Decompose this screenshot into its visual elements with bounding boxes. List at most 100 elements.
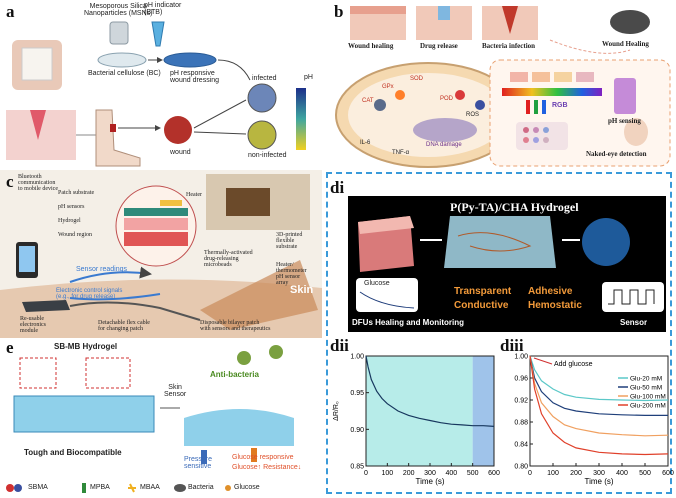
di-title: P(Py-TA)/CHA Hydrogel <box>450 200 579 214</box>
annotation-add-glucose: Add glucose <box>554 361 593 368</box>
y-tick-label: 0.90 <box>350 427 364 434</box>
legend-label: Glu-200 mM <box>630 403 666 410</box>
cell-il6: IL-6 <box>360 140 371 146</box>
reusable-label: Re-usable electronics module <box>20 316 46 334</box>
y-tick-label: 1.00 <box>350 354 364 361</box>
x-axis-label: Time (s) <box>415 477 444 486</box>
y-tick-label: 0.84 <box>514 442 528 449</box>
e-glucose-resist: Glucose↑ Resistance↓ <box>232 464 302 471</box>
indicator-label: pH indicator (BTB) <box>144 2 182 16</box>
x-tick-label: 200 <box>403 470 415 477</box>
wound-label: wound <box>170 149 191 156</box>
e-anti-bacteria: Anti-bacteria <box>210 370 259 379</box>
x-axis-label: Time (s) <box>584 477 613 486</box>
x-tick-label: 500 <box>639 470 651 477</box>
heater-label: Heater <box>186 192 202 198</box>
y-tick-label: 0.92 <box>514 398 528 405</box>
x-tick-label: 300 <box>593 470 605 477</box>
e-legend-glucose: Glucose <box>234 484 260 491</box>
panel-e-label: e <box>6 338 14 357</box>
e-legend-mpba: MPBA <box>90 484 110 491</box>
sensor-readings-label: Sensor readings <box>76 266 127 273</box>
di-hemostatic: Hemostatic <box>528 300 582 311</box>
wound-region-label: Wound region <box>58 232 93 238</box>
e-glucose-resp: Glucose responsive <box>232 454 294 461</box>
patch-substrate-label: Patch substrate <box>58 190 95 196</box>
di-conductive: Conductive <box>454 300 509 311</box>
panel-e-illustration <box>6 345 294 493</box>
hydrogel-label: Hydrogel <box>58 218 81 224</box>
x-tick-label: 200 <box>570 470 582 477</box>
dressing-label: pH responsive wound dressing <box>170 70 220 84</box>
panel-c-label: c <box>6 172 14 191</box>
flex-cable-label: Detachable flex cable for changing patch <box>98 320 150 332</box>
di-dfu: DFUs Healing and Monitoring <box>352 318 464 327</box>
x-tick-label: 400 <box>445 470 457 477</box>
ph-sensors-label: pH sensors <box>58 204 85 210</box>
printed-label: 3D-printed flexible substrate <box>276 232 303 250</box>
x-tick-label: 0 <box>528 470 532 477</box>
cell-dna: DNA damage <box>426 142 462 148</box>
rgb-label: RGB <box>552 102 568 109</box>
di-glucose: Glucose <box>364 280 390 287</box>
bilayer-label: Disposable bilayer patch with sensors an… <box>200 320 271 332</box>
cell-gpx: GPx <box>382 84 394 90</box>
heater-thermo-label: Heater/ thermometer pH sensor array <box>276 262 307 286</box>
x-tick-label: 600 <box>488 470 500 477</box>
e-skin-sensor: Skin Sensor <box>164 384 187 398</box>
panel-b: b Wound healing Drug release Bacteria in… <box>330 0 676 170</box>
microbeads-label: Thermally-activated drug-releasing micro… <box>204 250 253 268</box>
e-title: SB-MB Hydrogel <box>54 342 118 351</box>
panel-a-label: a <box>6 2 15 21</box>
cell-pod: POD <box>440 96 454 102</box>
e-legend-mbaa: MBAA <box>140 484 160 491</box>
series-line-1 <box>365 355 495 427</box>
di-adhesive: Adhesive <box>528 286 573 297</box>
panel-c-illustration <box>0 174 322 338</box>
panel-a-illustration <box>6 21 306 167</box>
skin-label: Skin <box>290 284 314 296</box>
panel-a: a Mesop <box>0 0 330 170</box>
panel-e: e SB-MB Hydrogel Skin Sensor Anti-bacter… <box>0 338 324 498</box>
annotation-arrow <box>533 357 553 365</box>
y-tick-label: 0.85 <box>350 464 364 471</box>
x-tick-label: 0 <box>364 470 368 477</box>
shaded-region-2 <box>472 356 494 466</box>
wound-healing-mouse-label: Wound Healing <box>602 40 649 48</box>
series-line-1 <box>529 355 669 402</box>
bc-label: Bacterial cellulose (BC) <box>88 70 161 77</box>
infected-label: infected <box>252 75 277 82</box>
non-infected-label: non-infected <box>248 152 287 159</box>
x-tick-label: 500 <box>467 470 479 477</box>
msn-label: Mesoporous Silica Nanoparticles (MSNs) <box>84 3 153 17</box>
bluetooth-label: Bluetooth communication to mobile device <box>18 174 58 192</box>
panel-d-frame <box>326 172 672 494</box>
di-sensor: Sensor <box>620 318 648 327</box>
e-legend-sbma: SBMA <box>28 484 48 491</box>
y-tick-label: 0.95 <box>350 390 364 397</box>
ph-sensing-label: pH sensing <box>608 117 641 125</box>
cell-ros: ROS <box>466 112 480 118</box>
electronic-control-label: Electronic control signals (e.g., for dr… <box>56 288 123 300</box>
stage-wound-healing: Wound healing <box>348 42 394 50</box>
panel-di-label: di <box>330 178 345 197</box>
naked-eye-label: Naked-eye detection <box>586 150 647 158</box>
x-tick-label: 600 <box>662 470 674 477</box>
shaded-region-1 <box>366 356 473 466</box>
series-line-3 <box>529 355 669 437</box>
series-line-2 <box>529 355 668 416</box>
cell-cat: CAT <box>362 98 374 104</box>
x-tick-label: 100 <box>381 470 393 477</box>
y-tick-label: 1.00 <box>514 354 528 361</box>
y-tick-label: 0.80 <box>514 464 528 471</box>
stage-bacteria-infection: Bacteria infection <box>482 42 536 50</box>
y-tick-label: 0.88 <box>514 420 528 427</box>
x-tick-label: 400 <box>616 470 628 477</box>
panel-b-label: b <box>334 2 344 21</box>
di-transparent: Transparent <box>454 286 512 297</box>
series-line-4 <box>529 355 669 456</box>
